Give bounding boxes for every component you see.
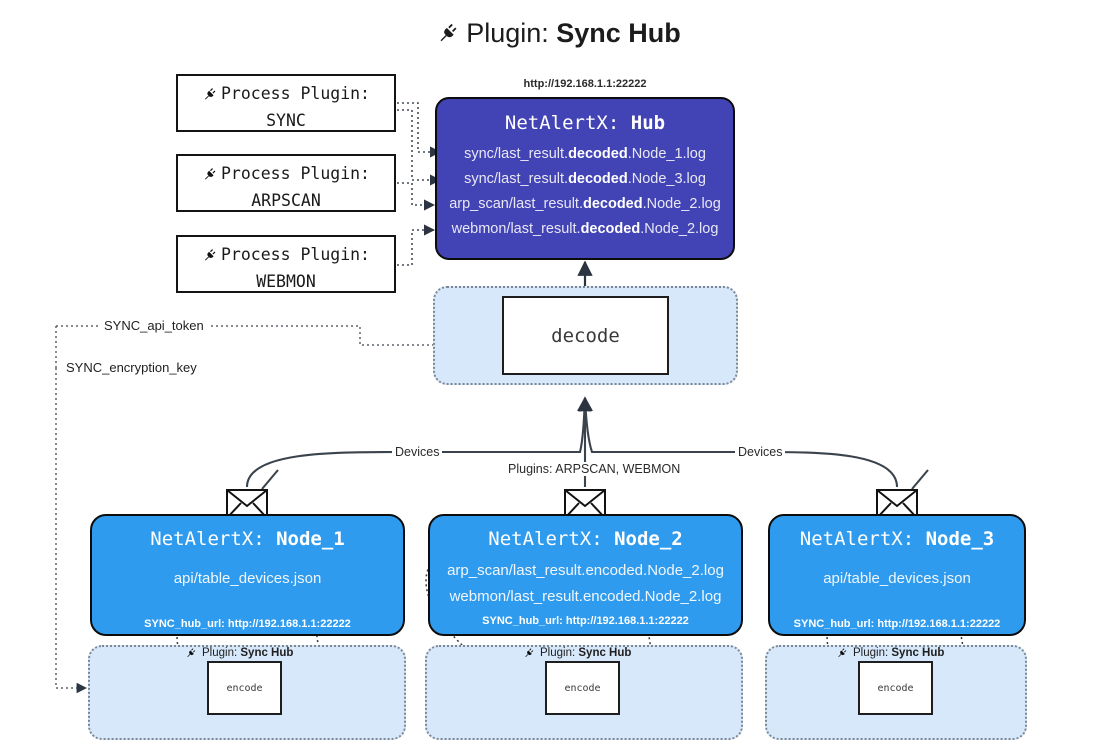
process-plugin-sync-name: SYNC (266, 110, 306, 130)
envelope-icon (226, 489, 268, 524)
process-plugin-arpscan[interactable]: Process Plugin: ARPSCAN (176, 154, 396, 212)
node2-line: webmon/last_result.encoded.Node_2.log (449, 587, 722, 605)
hub-log-pre: arp_scan/last_result. (449, 195, 583, 212)
plug-icon (202, 85, 219, 109)
hub-title: NetAlertX: Hub (437, 112, 733, 134)
encode-container-node3 (765, 645, 1027, 740)
page-title: Plugin: Sync Hub (0, 18, 1117, 52)
sync-encryption-key-label: SYNC_encryption_key (62, 360, 201, 375)
encode1-plugin-prefix: Plugin: (202, 647, 238, 659)
hub-log-line: webmon/last_result.decoded.Node_2.log (437, 217, 733, 242)
encode2-plugin-prefix: Plugin: (540, 647, 576, 659)
process-plugin-webmon-name: WEBMON (256, 271, 316, 291)
encode-box-node1[interactable]: encode (207, 661, 282, 715)
hub-log-line: sync/last_result.decoded.Node_3.log (437, 167, 733, 192)
encode2-plugin-name: Sync Hub (578, 647, 632, 659)
hub-title-prefix: NetAlertX: (504, 112, 620, 134)
wire-sync-to-hub-log2 (397, 109, 442, 186)
plug-icon (202, 165, 219, 189)
hub-log-post: .Node_2.log (642, 195, 721, 212)
hub-log-post: .Node_3.log (627, 170, 706, 187)
process-plugin-webmon[interactable]: Process Plugin: WEBMON (176, 235, 396, 293)
node2-title-prefix: NetAlertX: (488, 528, 603, 550)
encode-box-node2[interactable]: encode (545, 661, 620, 715)
hub-log-list: sync/last_result.decoded.Node_1.log sync… (437, 142, 733, 242)
page-title-name: Sync Hub (556, 18, 681, 48)
encode1-plugin-name: Sync Hub (240, 647, 294, 659)
node3-title-name: Node_3 (925, 528, 995, 550)
hub-log-line: arp_scan/last_result.decoded.Node_2.log (437, 192, 733, 217)
hub-box[interactable]: NetAlertX: Hub sync/last_result.decoded.… (435, 97, 735, 260)
plug-icon (436, 19, 462, 52)
hub-log-pre: sync/last_result. (464, 170, 569, 187)
hub-log-mid: decoded (580, 220, 641, 237)
node3-line: api/table_devices.json (823, 570, 971, 587)
wire-sync-to-hub-log1 (397, 102, 442, 158)
node-box-node3[interactable]: NetAlertX: Node_3 api/table_devices.json… (768, 514, 1026, 636)
process-plugin-sync-line1: Process Plugin: (178, 82, 394, 109)
decode-box[interactable]: decode (502, 296, 669, 375)
process-plugin-sync[interactable]: Process Plugin: SYNC (176, 74, 396, 132)
encode1-plugin-label: Plugin: Sync Hub (185, 646, 293, 662)
node1-title-name: Node_1 (276, 528, 345, 550)
encode3-plugin-label: Plugin: Sync Hub (836, 646, 944, 662)
node1-title: NetAlertX: Node_1 (92, 528, 403, 550)
node1-title-prefix: NetAlertX: (150, 528, 265, 550)
node3-title: NetAlertX: Node_3 (770, 528, 1024, 550)
hub-log-mid: decoded (568, 170, 628, 187)
process-plugin-arpscan-title: Process Plugin: (220, 164, 370, 183)
edge-label-plugins-center: Plugins: ARPSCAN, WEBMON (505, 462, 684, 476)
plug-icon (836, 646, 849, 662)
node2-title-name: Node_2 (614, 528, 683, 550)
hub-title-name: Hub (630, 112, 666, 134)
node2-hub-url: SYNC_hub_url: http://192.168.1.1:22222 (482, 615, 689, 627)
decode-label: decode (551, 324, 620, 347)
process-plugin-sync-title: Process Plugin: (220, 84, 370, 103)
hub-log-post: .Node_1.log (627, 146, 706, 162)
wire-arpscan-to-hub-log3 (397, 182, 436, 211)
encode-box-node3[interactable]: encode (858, 661, 933, 715)
encode1-label: encode (226, 682, 263, 694)
encode3-label: encode (877, 682, 914, 694)
node3-hub-url: SYNC_hub_url: http://192.168.1.1:22222 (793, 617, 1001, 630)
node2-line: arp_scan/last_result.encoded.Node_2.log (447, 562, 724, 579)
hub-url-label: http://192.168.1.1:22222 (523, 78, 647, 90)
stem-node1 (261, 469, 279, 490)
hub-log-mid: decoded (568, 146, 628, 162)
process-plugin-webmon-title: Process Plugin: (220, 245, 370, 264)
node3-title-prefix: NetAlertX: (799, 528, 915, 550)
node-box-node1[interactable]: NetAlertX: Node_1 api/table_devices.json… (90, 514, 405, 636)
hub-log-post: .Node_2.log (640, 220, 719, 237)
edge-label-devices-right: Devices (735, 445, 786, 459)
hub-log-mid: decoded (582, 195, 643, 212)
encode2-plugin-label: Plugin: Sync Hub (523, 646, 631, 662)
node-box-node2[interactable]: NetAlertX: Node_2 arp_scan/last_result.e… (428, 514, 743, 636)
plug-icon (523, 646, 536, 662)
stem-node3 (911, 469, 929, 490)
plug-icon (185, 646, 198, 662)
node1-line: api/table_devices.json (173, 570, 322, 587)
hub-log-pre: webmon/last_result. (451, 220, 581, 237)
process-plugin-arpscan-name: ARPSCAN (251, 190, 321, 210)
hub-log-line: sync/last_result.decoded.Node_1.log (437, 142, 733, 167)
wire-sync-encryption-key (55, 368, 88, 694)
encode2-label: encode (564, 682, 601, 694)
wire-webmon-to-hub-log4 (397, 224, 436, 266)
node1-hub-url: SYNC_hub_url: http://192.168.1.1:22222 (144, 617, 351, 630)
process-plugin-arpscan-line1: Process Plugin: (178, 162, 394, 189)
plug-icon (202, 246, 219, 270)
edge-label-devices-left: Devices (392, 445, 443, 459)
sync-api-token-label: SYNC_api_token (100, 318, 208, 333)
node2-title: NetAlertX: Node_2 (430, 528, 741, 550)
page-title-prefix: Plugin: (466, 18, 549, 48)
encode3-plugin-name: Sync Hub (891, 647, 945, 659)
encode3-plugin-prefix: Plugin: (853, 647, 889, 659)
process-plugin-webmon-line1: Process Plugin: (178, 243, 394, 270)
hub-log-pre: sync/last_result. (464, 146, 569, 162)
